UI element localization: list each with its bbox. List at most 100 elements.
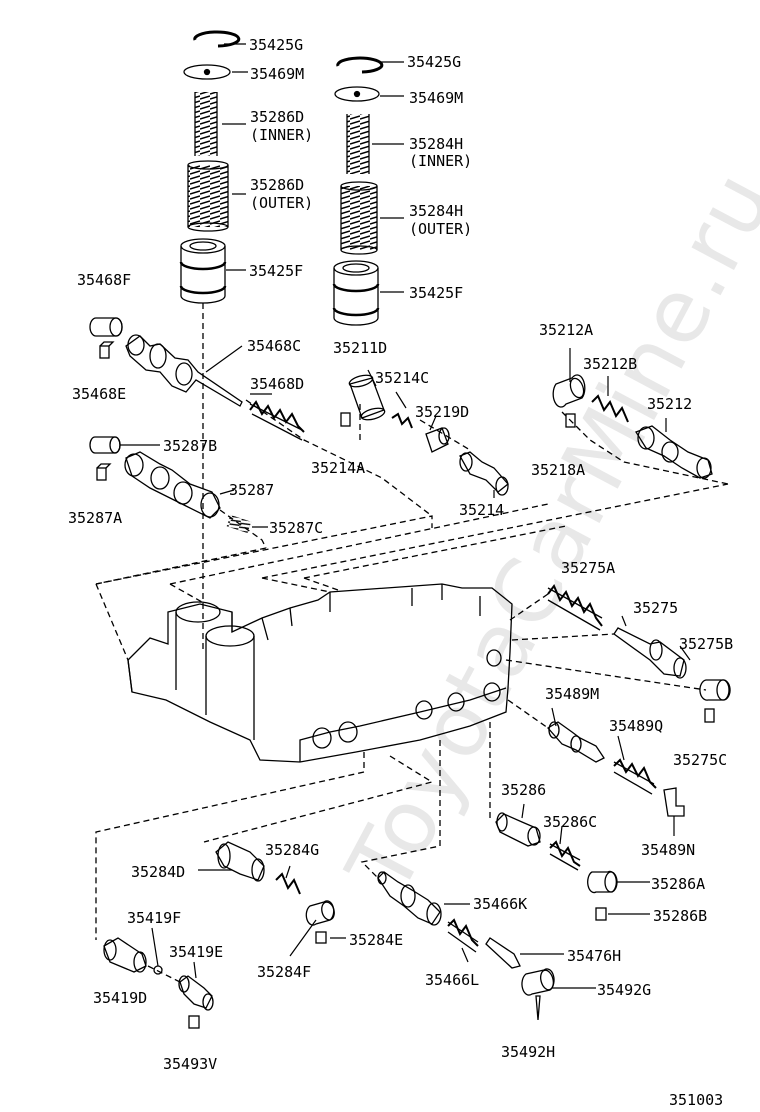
- label-35214a: 35214A: [311, 459, 366, 477]
- label-35287: 35287: [229, 481, 275, 499]
- valve-35419e: [178, 975, 214, 1011]
- spring-35284h-outer: [340, 181, 378, 255]
- clip-35493v: [188, 1015, 200, 1029]
- label-35286d-outer-sub: (OUTER): [250, 194, 314, 212]
- label-35284f: 35284F: [257, 963, 312, 981]
- valve-35419d: [103, 937, 147, 973]
- label-35286d-inner: 35286D: [250, 108, 305, 126]
- label-35419d: 35419D: [93, 989, 148, 1007]
- retainer-35489n: [663, 787, 685, 817]
- plug-35275b: [699, 679, 731, 701]
- clip-35218a: [565, 413, 576, 428]
- sleeve-35492g: [521, 968, 555, 996]
- pin-35492h: [535, 995, 541, 1021]
- label-35466k: 35466K: [473, 895, 528, 913]
- spring-seat-35469m-right: [334, 86, 380, 102]
- plug-35468f: [89, 317, 123, 337]
- label-35212a: 35212A: [539, 321, 594, 339]
- label-35468d: 35468D: [250, 375, 305, 393]
- valve-35466k: [377, 871, 442, 926]
- spring-35286d-outer: [187, 160, 229, 232]
- label-35284d: 35284D: [131, 863, 186, 881]
- label-35492g: 35492G: [597, 981, 652, 999]
- diagram-id: 351003: [669, 1091, 724, 1109]
- valve-35468c: [125, 334, 243, 407]
- label-35419f: 35419F: [127, 909, 182, 927]
- guide-lines: [95, 399, 729, 983]
- clip-35284e: [315, 931, 327, 944]
- label-35284e: 35284E: [349, 931, 404, 949]
- plug-35286a: [587, 870, 618, 894]
- plug-35284f: [305, 900, 335, 926]
- label-35425g-left: 35425G: [249, 36, 304, 54]
- label-35489m: 35489M: [545, 685, 600, 703]
- label-35214c: 35214C: [375, 369, 430, 387]
- clip-35468e: [99, 341, 115, 359]
- label-35466l: 35466L: [425, 971, 480, 989]
- label-35287a: 35287A: [68, 509, 123, 527]
- valve-35287: [124, 451, 221, 519]
- label-35275: 35275: [633, 599, 679, 617]
- spring-35275a: [547, 584, 603, 631]
- spring-seat-35469m-left: [183, 64, 231, 80]
- label-35284h-outer-sub: (OUTER): [409, 220, 473, 238]
- valve-35286: [495, 812, 541, 847]
- label-35212b: 35212B: [583, 355, 638, 373]
- label-35492h: 35492H: [501, 1043, 556, 1061]
- label-35425f-right: 35425F: [409, 284, 464, 302]
- label-35286d-inner-sub: (INNER): [250, 126, 314, 144]
- clip-35214a: [340, 412, 351, 427]
- label-35275c: 35275C: [673, 751, 728, 769]
- label-35286d-outer: 35286D: [250, 176, 305, 194]
- label-35286a: 35286A: [651, 875, 706, 893]
- label-35286: 35286: [501, 781, 547, 799]
- label-35284h-inner-sub: (INNER): [409, 152, 473, 170]
- spring-35466l: [447, 918, 479, 953]
- pin-35476h: [485, 937, 521, 969]
- label-35286b: 35286B: [653, 907, 708, 925]
- label-35275b: 35275B: [679, 635, 734, 653]
- clip-35286b: [595, 907, 607, 921]
- valve-35214: [459, 451, 509, 496]
- label-35275a: 35275A: [561, 559, 616, 577]
- label-35284h-inner: 35284H: [409, 135, 464, 153]
- spring-35284g: [275, 872, 301, 895]
- label-35476h: 35476H: [567, 947, 622, 965]
- label-35468f: 35468F: [77, 271, 132, 289]
- label-35493v: 35493V: [163, 1055, 218, 1073]
- valve-35275: [613, 627, 687, 679]
- plug-35219d: [425, 427, 450, 453]
- spring-35214c: [391, 412, 413, 429]
- label-35469m-right: 35469M: [409, 89, 464, 107]
- label-35219d: 35219D: [415, 403, 470, 421]
- valve-body: [127, 583, 513, 763]
- snap-ring-35425g-right: [336, 56, 384, 74]
- spring-35212b: [591, 394, 629, 423]
- spring-35286d-inner: [194, 92, 218, 156]
- label-35212: 35212: [647, 395, 693, 413]
- leader-lines: [120, 43, 691, 989]
- label-35211d: 35211D: [333, 339, 388, 357]
- valve-35212: [635, 425, 713, 479]
- label-35287c: 35287C: [269, 519, 324, 537]
- label-35218a: 35218A: [531, 461, 586, 479]
- spring-35286c: [549, 840, 581, 871]
- label-35468e: 35468E: [72, 385, 127, 403]
- plug-35287b: [89, 436, 121, 454]
- label-35214: 35214: [459, 501, 505, 519]
- valve-35489m: [546, 721, 605, 763]
- label-35287b: 35287B: [163, 437, 218, 455]
- spring-35489q: [613, 758, 657, 795]
- label-35489q: 35489Q: [609, 717, 664, 735]
- piston-35425f-right: [332, 260, 380, 326]
- clip-35275c: [704, 708, 715, 723]
- plug-35212a: [552, 374, 586, 408]
- label-35489n: 35489N: [641, 841, 696, 859]
- label-35425g-right: 35425G: [407, 53, 462, 71]
- clip-35287a: [96, 463, 112, 481]
- label-35468c: 35468C: [247, 337, 302, 355]
- spring-35284h-inner: [346, 114, 370, 174]
- label-35469m-left: 35469M: [250, 65, 305, 83]
